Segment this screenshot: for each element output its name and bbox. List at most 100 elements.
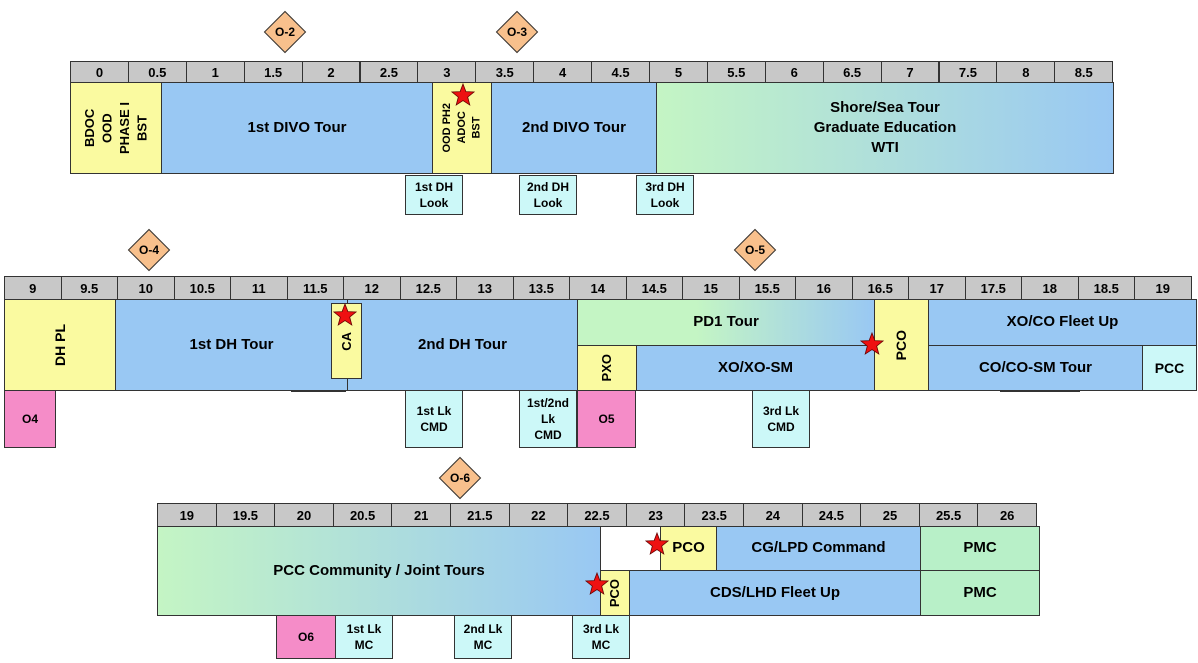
- block-label: O5: [598, 411, 615, 426]
- rank-marker-label: O-5: [744, 243, 765, 257]
- block-co-co-sm-tour: CO/CO-SM Tour: [928, 345, 1143, 391]
- line: 2nd DH: [527, 179, 569, 194]
- block-bdoc-ood-phase-bst: BDOC OOD PHASE I BST: [70, 82, 162, 174]
- tick-label: 23: [625, 503, 686, 527]
- tick-label: 15: [682, 276, 740, 300]
- line: Graduate Education: [813, 118, 957, 136]
- block-cds-lhd-fleet-up: CDS/LHD Fleet Up: [629, 570, 921, 616]
- block-pxo: PXO: [577, 345, 637, 391]
- block-label: CO/CO-SM Tour: [978, 358, 1093, 376]
- block-label: PCO: [672, 539, 705, 557]
- lk-cmd-1st-2nd: 1st/2nd Lk CMD: [519, 390, 577, 448]
- block-shore-sea-tour: Shore/Sea Tour Graduate Education WTI: [656, 82, 1114, 174]
- line: Shore/Sea Tour: [830, 98, 940, 116]
- tick-label: 24: [743, 503, 803, 527]
- star-icon: [585, 572, 609, 595]
- line: MC: [473, 638, 493, 652]
- dh-look-3: 3rd DH Look: [636, 175, 694, 215]
- block-label: PMC: [963, 583, 997, 601]
- block-1st-dh-tour: 1st DH Tour: [115, 299, 348, 391]
- block-label: PCC: [1154, 359, 1185, 376]
- lk-cmd-3: 3rd Lk CMD: [752, 390, 810, 448]
- lk-mc-2: 2nd Lk MC: [454, 615, 512, 659]
- tick-label: 21: [391, 503, 451, 527]
- line: MC: [591, 638, 611, 652]
- line: 3rd Lk: [582, 621, 619, 636]
- tick-label: 23.5: [684, 503, 744, 527]
- block-label: XO/CO Fleet Up: [1006, 313, 1119, 331]
- block-label: PD1 Tour: [693, 313, 759, 331]
- rank-marker-label: O-2: [274, 25, 295, 39]
- block-label: PCC Community / Joint Tours: [273, 561, 485, 579]
- block-pcc-community-joint-tours: PCC Community / Joint Tours: [157, 526, 601, 616]
- tick-label: 20: [274, 503, 334, 527]
- tick-label: 25.5: [918, 503, 979, 527]
- block-label: CG/LPD Command: [751, 539, 886, 557]
- line: 1st DH: [414, 179, 453, 194]
- line: Look: [650, 196, 680, 210]
- line: MC: [354, 638, 374, 652]
- block-pcc: PCC: [1142, 345, 1197, 391]
- tick-label: 10: [117, 276, 175, 300]
- line: CMD: [767, 420, 795, 434]
- line: 1st/2nd: [526, 395, 569, 410]
- star-icon: [645, 532, 669, 555]
- star-icon: [860, 332, 884, 355]
- star-icon: [333, 303, 357, 326]
- tick-label: 18: [1021, 276, 1079, 300]
- line: CMD: [534, 428, 562, 443]
- tick-label: 19.5: [215, 503, 276, 527]
- tick-label: 15.5: [738, 276, 796, 300]
- block-pmc-bottom: PMC: [920, 570, 1040, 616]
- block-cg-lpd-command: CG/LPD Command: [716, 526, 921, 571]
- block-label: XO/XO-SM: [717, 358, 793, 376]
- tick-label: 10.5: [173, 276, 231, 300]
- block-2nd-divo-tour: 2nd DIVO Tour: [491, 82, 657, 174]
- tick-label: 21.5: [450, 503, 510, 527]
- tick-label: 25: [860, 503, 920, 527]
- line: Look: [533, 196, 563, 210]
- rank-marker-o6: O-6: [437, 455, 483, 501]
- tick-label: 20.5: [332, 503, 393, 527]
- rank-o4-box: O4: [4, 390, 56, 448]
- rank-o6-box: O6: [276, 615, 336, 659]
- line: 2nd Lk: [463, 621, 503, 636]
- block-pco-vertical: PCO: [600, 570, 630, 616]
- rank-marker-label: O-4: [138, 243, 159, 257]
- line: 1st Lk: [346, 621, 382, 636]
- line: WTI: [871, 139, 899, 157]
- block-label: 2nd DH Tour: [418, 335, 507, 353]
- tick-label: 14.5: [625, 276, 683, 300]
- block-label: PMC: [963, 539, 997, 557]
- tick-label: 22: [508, 503, 569, 527]
- tick-label: 16: [795, 276, 853, 300]
- block-label: 1st DH Tour: [189, 335, 274, 353]
- block-label: CDS/LHD Fleet Up: [709, 583, 840, 601]
- lk-cmd-1: 1st Lk CMD: [405, 390, 463, 448]
- lk-mc-1: 1st Lk MC: [335, 615, 393, 659]
- tick-label: 24.5: [801, 503, 862, 527]
- baseline-segment: [291, 391, 346, 392]
- line: 3rd Lk: [762, 403, 799, 418]
- tick-label: 19: [157, 503, 217, 527]
- tick-label: 26: [977, 503, 1037, 527]
- rank-marker-o2: O-2: [262, 9, 308, 55]
- block-label: O4: [21, 411, 38, 426]
- dh-look-1: 1st DH Look: [405, 175, 463, 215]
- dh-look-2: 2nd DH Look: [519, 175, 577, 215]
- baseline-segment: [1000, 391, 1080, 392]
- rank-o5-box: O5: [577, 390, 636, 448]
- block-2nd-dh-tour: 2nd DH Tour: [347, 299, 578, 391]
- lk-mc-3: 3rd Lk MC: [572, 615, 630, 659]
- rank-marker-label: O-6: [449, 471, 470, 485]
- line: 3rd DH: [645, 179, 685, 194]
- block-label: 2nd DIVO Tour: [522, 118, 626, 136]
- block-xo-co-fleet-up: XO/CO Fleet Up: [928, 299, 1197, 346]
- line: CMD: [420, 420, 448, 434]
- rank-marker-o3: O-3: [494, 9, 540, 55]
- line: 1st Lk: [416, 403, 452, 418]
- rank-marker-label: O-3: [506, 25, 527, 39]
- tick-label: 22.5: [567, 503, 627, 527]
